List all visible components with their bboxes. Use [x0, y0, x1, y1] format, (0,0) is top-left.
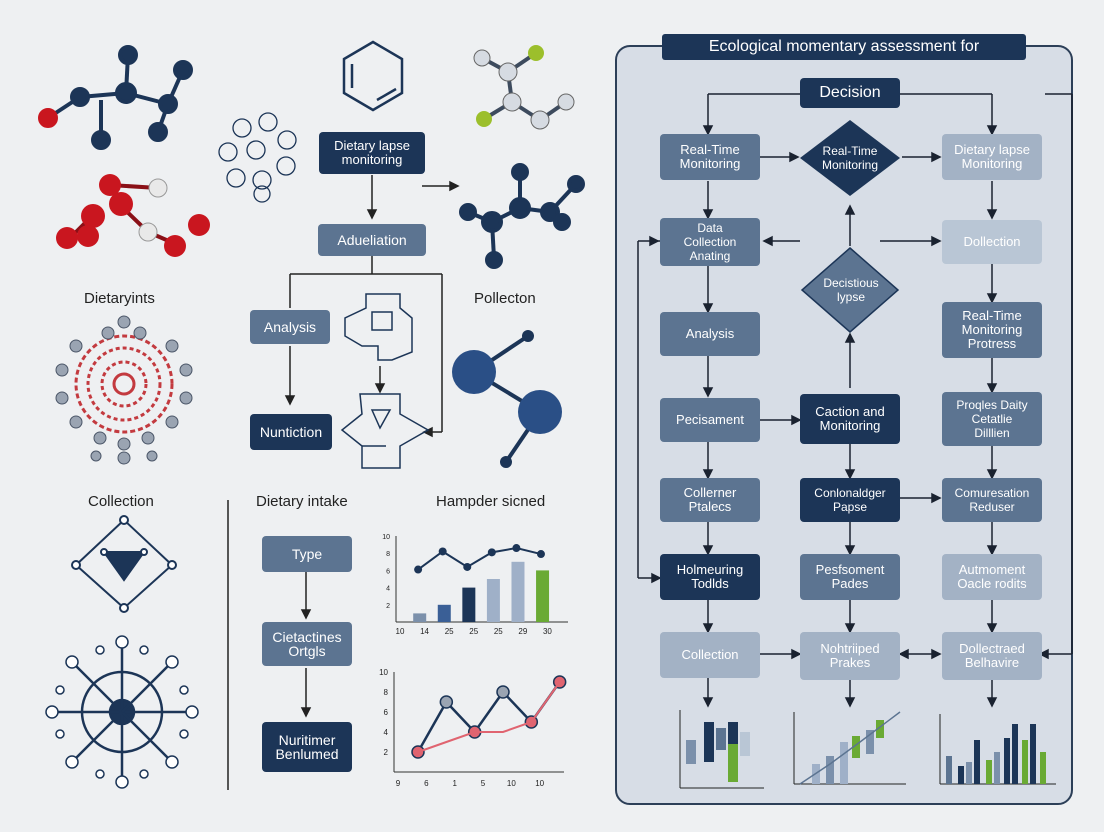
box-r2-left: Data Collection Anating: [660, 218, 760, 266]
box-r6-center: Pesfsoment Pades: [800, 554, 900, 600]
benzene-ring-icon: [342, 40, 404, 112]
box-r4-left: Pecisament: [660, 398, 760, 442]
line-point: [438, 547, 447, 556]
box-r1-left: Real-Time Monitoring: [660, 134, 760, 180]
x-tick-label: 10: [535, 779, 544, 788]
x-tick-label: 25: [494, 627, 503, 636]
line-point: [536, 550, 545, 559]
x-tick-label: 25: [445, 627, 454, 636]
x-tick-label: 9: [396, 779, 401, 788]
y-tick-label: 2: [386, 603, 390, 610]
series-line: [417, 547, 542, 571]
box-r6-right: Autmoment Oacle rodits: [942, 554, 1042, 600]
label-dietary-intake: Dietary intake: [256, 493, 348, 510]
middle-flow-connectors: [227, 175, 460, 790]
molecule-icon-1: [38, 45, 193, 150]
label-dietaryints: Dietaryints: [84, 290, 155, 307]
y-tick-label: 10: [382, 534, 390, 541]
line-point: [414, 565, 423, 574]
label-pollecton: Pollecton: [474, 290, 536, 307]
x-tick-label: 30: [543, 627, 552, 636]
y-tick-label: 6: [384, 708, 389, 717]
right-flow-connectors: [637, 93, 1073, 708]
molecule-icon-3: [473, 45, 575, 130]
bar: [536, 570, 550, 622]
box-r4-right: Proqles Daity Cetatlie Dilllien: [942, 392, 1042, 446]
box-r5-center: Conlonaldger Papse: [800, 478, 900, 522]
label-hampder-sicned: Hampder sicned: [436, 493, 546, 510]
bar: [462, 587, 476, 622]
label-collection: Collection: [88, 493, 154, 510]
diamond-realtime-monitoring: [800, 120, 900, 196]
right-panel-title: Ecological momentary assessment for: [662, 34, 1026, 60]
diamond-decistious-lypse: [800, 247, 900, 333]
box-r2-right: Dollection: [942, 220, 1042, 264]
y-tick-label: 8: [386, 551, 390, 558]
molecule-icon-2: [56, 174, 210, 257]
box-nuntiction: Nuntiction: [250, 414, 332, 450]
line-point: [512, 544, 521, 553]
box-cietactines-ortgls: Cietactines Ortgls: [262, 622, 352, 666]
box-r5-right: Comuresation Reduser: [942, 478, 1042, 522]
box-r5-left: Collerner Ptalecs: [660, 478, 760, 522]
ring-complex-icon: [55, 315, 193, 465]
bar-line-chart: 10 8 6 4 2 10 14 25 25 25 29 30: [382, 534, 568, 636]
box-adueliation: Adueliation: [318, 224, 426, 256]
x-tick-label: 6: [424, 779, 429, 788]
box-r1-right: Dietary lapse Monitoring: [942, 134, 1042, 180]
x-tick-label: 25: [469, 627, 478, 636]
bar: [511, 561, 525, 622]
box-dietary-lapse-monitoring: Dietary lapse monitoring: [319, 132, 425, 174]
diamond-r1-center-label: Real-Time Monitoring: [821, 144, 879, 172]
right-mini-charts: [679, 710, 1056, 789]
ring-molecule-icon: [218, 112, 297, 203]
box-r6-left: Holmeuring Todlds: [660, 554, 760, 600]
box-r7-left: Collection: [660, 632, 760, 678]
box-r3-left: Analysis: [660, 312, 760, 356]
y-tick-label: 4: [386, 586, 390, 593]
x-tick-label: 10: [396, 627, 405, 636]
x-tick-label: 10: [507, 779, 516, 788]
y-tick-label: 8: [384, 688, 389, 697]
box-decision: Decision: [800, 78, 900, 108]
line-chart: 10 8 6 4 2 9 6 1 5 10 10: [379, 668, 567, 788]
series-line: [417, 681, 561, 753]
box-r7-right: Dollectraed Belhavire: [942, 632, 1042, 680]
apparatus-icon: [340, 293, 430, 469]
x-tick-label: 14: [420, 627, 429, 636]
dumbbell-molecule-icon: [452, 330, 562, 468]
box-r7-center: Nohtriiped Prakes: [800, 632, 900, 680]
prism-icon: [71, 515, 177, 613]
line-point: [463, 562, 472, 571]
y-tick-label: 4: [384, 728, 389, 737]
y-tick-label: 2: [384, 748, 389, 757]
diamond-r2-label: Decistious lypse: [823, 276, 879, 304]
x-tick-label: 5: [481, 779, 486, 788]
molecule-icon-4: [459, 163, 585, 269]
y-tick-label: 10: [379, 668, 388, 677]
line-point: [487, 548, 496, 557]
bar: [486, 579, 500, 622]
box-r3-right: Real-Time Monitoring Protress: [942, 302, 1042, 358]
line-point: [496, 685, 510, 699]
box-type: Type: [262, 536, 352, 572]
box-analysis: Analysis: [250, 310, 330, 344]
x-tick-label: 1: [452, 779, 457, 788]
bar: [437, 604, 451, 622]
box-r4-center: Caction and Monitoring: [800, 394, 900, 444]
bar: [413, 613, 427, 622]
box-nuritimer-benlumed: Nuritimer Benlumed: [262, 722, 352, 772]
line-point: [439, 695, 454, 709]
y-tick-label: 6: [386, 568, 390, 575]
x-tick-label: 29: [518, 627, 527, 636]
star-molecule-icon: [45, 635, 199, 789]
